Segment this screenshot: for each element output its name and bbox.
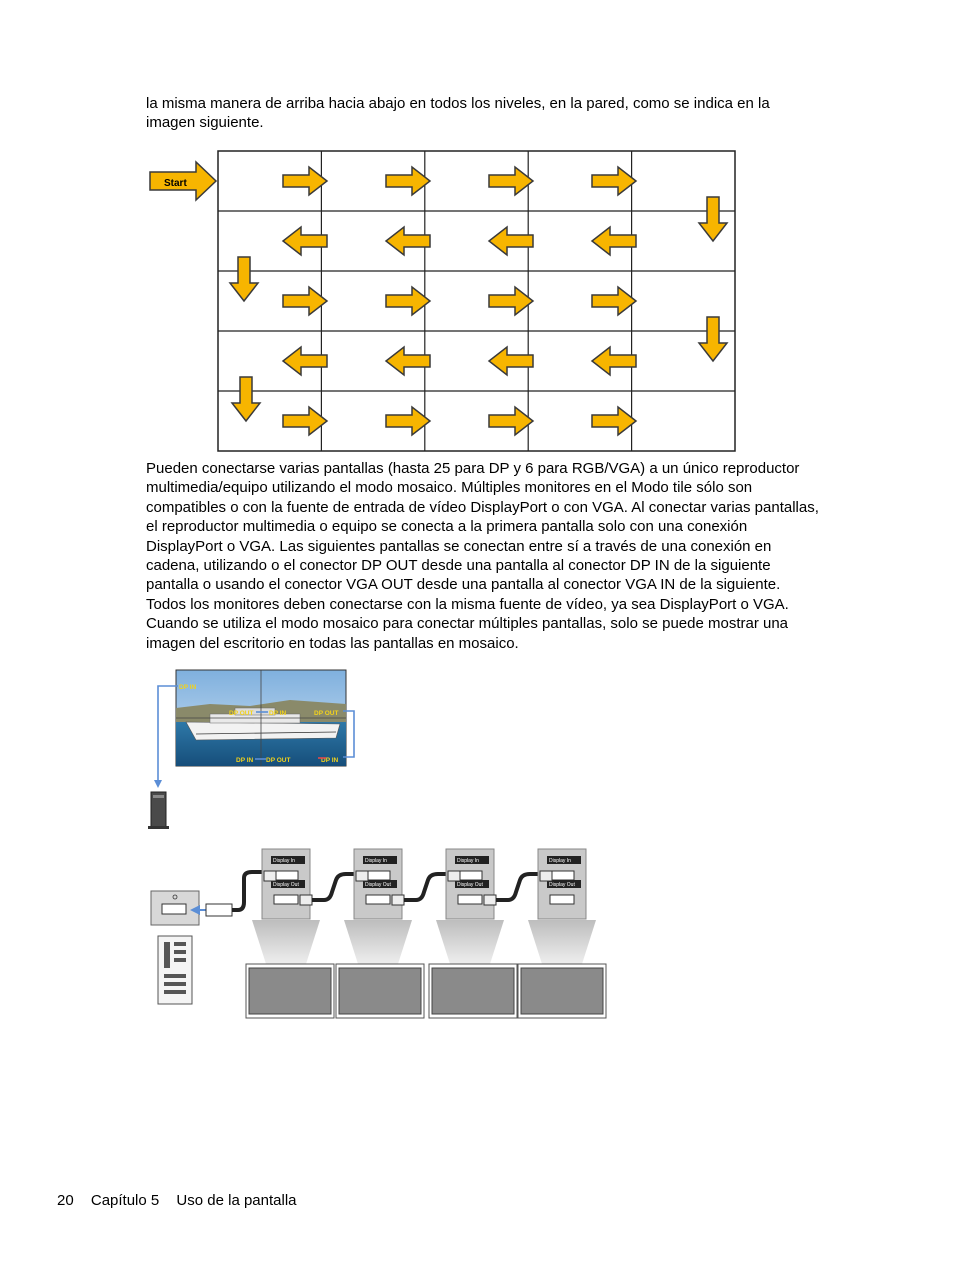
tile-wall-photo-figure: DP IN DP OUT DP IN DP OUT DP IN DP OUT D… (148, 669, 355, 829)
chain-display-unit: Display In Display Out (428, 848, 540, 1019)
dp-in-label: DP IN (179, 684, 197, 691)
dp-out-label: DP OUT (314, 710, 338, 717)
display-in-label: Display In (365, 858, 387, 864)
dp-in-label: DP IN (321, 757, 339, 764)
text-line: compatibles o con la fuente de entrada d… (146, 498, 819, 516)
body-paragraph: Pueden conectarse varias pantallas (hast… (146, 459, 876, 653)
dp-out-label: DP OUT (266, 757, 290, 764)
display-out-label: Display Out (273, 882, 299, 888)
dp-in-label: DP IN (236, 757, 254, 764)
chain-display-unit: Display In Display Out (335, 848, 448, 1019)
start-arrow: Start (149, 160, 218, 202)
page-footer: 20 Capítulo 5 Uso de la pantalla (57, 1192, 310, 1209)
text-line: la misma manera de arriba hacia abajo en… (146, 95, 770, 112)
text-line: multimedia/equipo utilizando el modo mos… (146, 479, 753, 497)
dp-out-label: DP OUT (229, 710, 253, 717)
text-line: el reproductor multimedia o equipo se co… (146, 518, 748, 536)
text-line: pantalla o usando el conector VGA OUT de… (146, 576, 781, 594)
dp-port-labels: DP IN DP OUT DP IN DP OUT DP IN DP OUT D… (179, 684, 339, 764)
text-line: cadena, utilizando o el conector DP OUT … (146, 557, 771, 575)
display-in-label: Display In (457, 858, 479, 864)
tile-order-grid-figure: Start (149, 150, 736, 452)
text-line: Cuando se utiliza el modo mosaico para c… (146, 615, 789, 633)
chain-units: Display In Display Out Display In Display O… (245, 848, 607, 1019)
text-line: Pueden conectarse varias pantallas (hast… (146, 460, 800, 477)
intro-paragraph: la misma manera de arriba hacia abajo en… (146, 94, 876, 133)
display-out-label: Display Out (549, 882, 575, 888)
text-line: Todos los monitores deben conectarse con… (146, 595, 789, 613)
page-number: 20 (57, 1192, 74, 1209)
text-line: DisplayPort o VGA. Las siguientes pantal… (146, 537, 772, 555)
source-computer (150, 890, 200, 1005)
ship-photo (175, 669, 347, 767)
section-label: Uso de la pantalla (176, 1192, 297, 1209)
chain-display-unit: Display In Display Out (517, 848, 607, 1019)
daisy-chain-diagram: Display In Display Out Display In Display O… (150, 848, 607, 1019)
chapter-label: Capítulo 5 (90, 1192, 160, 1209)
display-out-label: Display Out (365, 882, 391, 888)
text-line: imagen siguiente. (146, 114, 264, 132)
media-player-icon (148, 791, 169, 829)
display-in-label: Display In (549, 858, 571, 864)
display-out-label: Display Out (457, 882, 483, 888)
chain-display-unit: Display In Display Out (245, 848, 356, 1019)
dp-in-label: DP IN (269, 710, 287, 717)
display-in-label: Display In (273, 858, 295, 864)
source-cable (190, 870, 264, 917)
start-label: Start (164, 178, 187, 189)
text-line: imagen del escritorio en todas las panta… (146, 634, 519, 652)
dp-cables (154, 685, 355, 788)
